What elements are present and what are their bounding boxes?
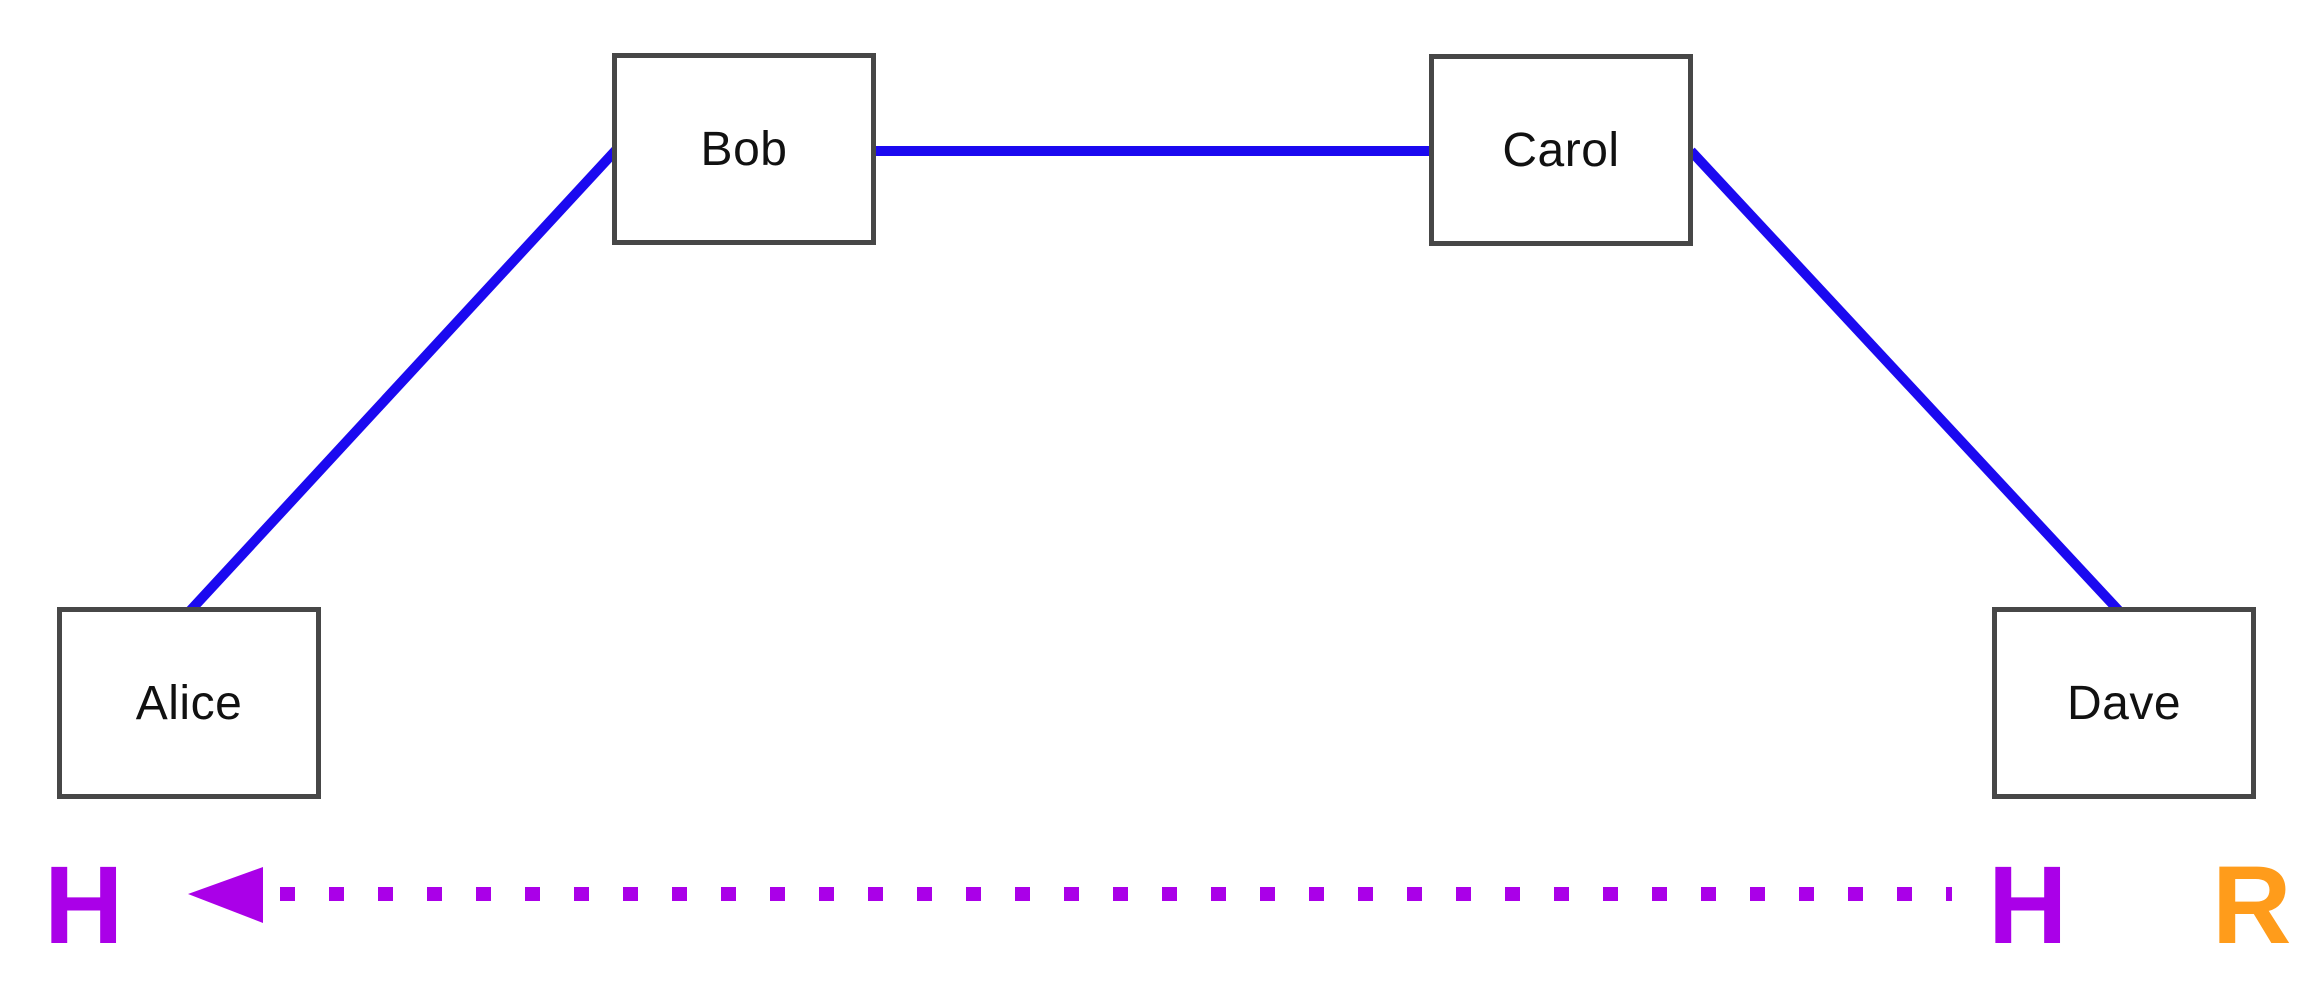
dotted-arrow-head-icon [188, 867, 263, 923]
node-bob: Bob [612, 53, 876, 245]
arrow-left-endpoint-label: H [44, 844, 124, 967]
node-carol-label: Carol [1502, 123, 1620, 177]
node-dave-label: Dave [2066, 676, 2182, 730]
far-right-label: R [2212, 844, 2292, 967]
node-alice-label: Alice [135, 676, 243, 730]
node-dave: Dave [1992, 607, 2256, 799]
node-alice: Alice [57, 607, 321, 799]
node-carol: Carol [1429, 54, 1693, 246]
node-bob-label: Bob [700, 122, 788, 176]
arrow-right-endpoint-label: H [1988, 844, 2068, 967]
edge-alice-bob [185, 146, 620, 616]
edge-carol-dave [1687, 147, 2124, 616]
